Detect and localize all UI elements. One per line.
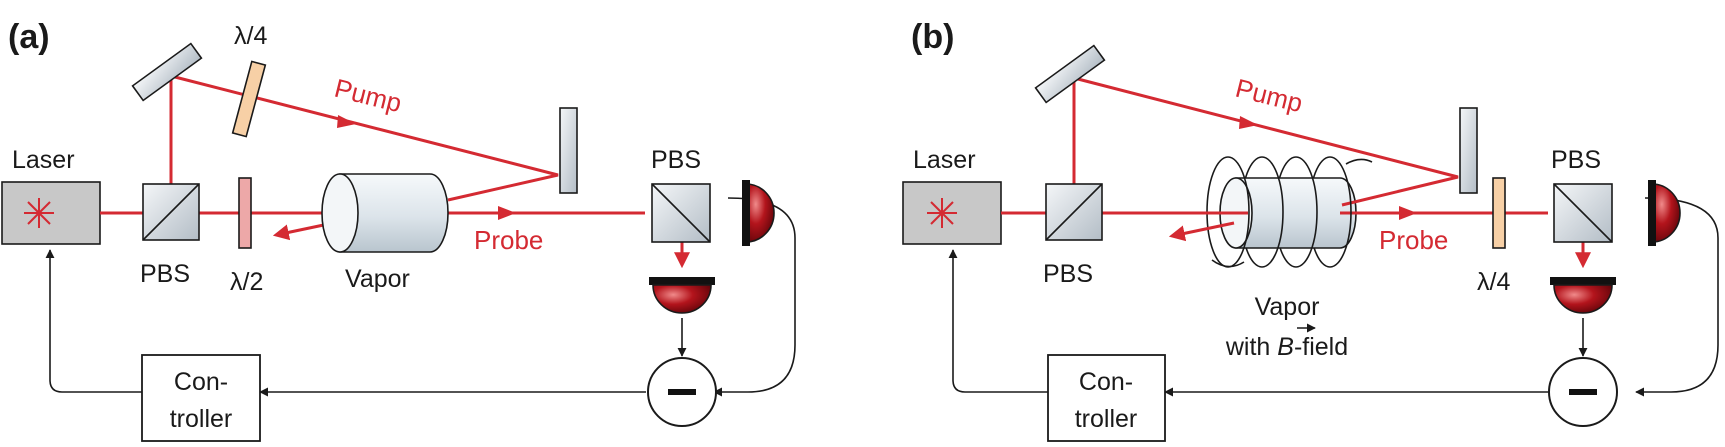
panel-a-quarter-wave-plate [231, 60, 267, 138]
panel-a-mirror-top [131, 42, 203, 102]
panel-b-pbs-left-label: PBS [1043, 260, 1093, 288]
panel-a-mirror-right [559, 107, 578, 194]
panel-b-pump-beam [1073, 76, 1459, 207]
panel-a-controller-box [141, 354, 261, 442]
panel-a-pump-beam [170, 74, 559, 202]
panel-b-controller-line1: Con- [1079, 368, 1133, 396]
panel-b-pump-label: Pump [1233, 73, 1306, 119]
panel-b-vapor-label: Vapor [1255, 293, 1320, 321]
panel-a-pbs-right-label: PBS [651, 146, 701, 174]
panel-a-vapor-label: Vapor [345, 265, 410, 293]
panel-b-photodetector-right-icon [1648, 180, 1681, 246]
panel-b-back-reflection-beam [1168, 221, 1235, 242]
panel-a-vapor-cell [321, 173, 449, 253]
panel-b-laser-starburst-icon [927, 198, 957, 228]
panel-b: (b) Laser [902, 18, 1719, 442]
panel-a-probe-label: Probe [474, 225, 543, 255]
panel-b-wire-controller-to-laser [948, 249, 1048, 393]
panel-b-pump-direction-arrow [1239, 116, 1258, 129]
panel-b-vapor-cell [1219, 177, 1357, 249]
panel-b-label: (b) [911, 18, 954, 56]
panel-b-coil-front [1211, 156, 1373, 268]
panel-a-photodetector-bottom-icon [649, 277, 715, 314]
panel-a-pump-direction-arrow [337, 115, 356, 128]
panel-a-photodetector-right-icon [742, 180, 775, 246]
panel-b-quarter-wave-plate [1492, 177, 1506, 249]
panel-b-feedback-wiring [948, 197, 1719, 397]
panel-b-mirror-top [1034, 44, 1106, 104]
panel-a-laser-label: Laser [12, 146, 75, 174]
panel-a-pump-label: Pump [332, 73, 405, 119]
panel-a-half-wave-plate [238, 177, 252, 249]
panel-b-wire-detector-to-subtractor [1635, 197, 1719, 397]
panel-b-pbs-right-label: PBS [1551, 146, 1601, 174]
panel-a: (a) Laser PBS λ/2 [1, 18, 796, 442]
panel-b-probe-label: Probe [1379, 225, 1448, 255]
panel-a-wire-controller-to-laser [45, 249, 142, 393]
panel-b-laser-label: Laser [913, 146, 976, 174]
panel-b-photodetector-bottom-icon [1550, 277, 1616, 314]
panel-b-mirror-right [1459, 107, 1478, 194]
panel-a-half-wave-label: λ/2 [230, 268, 263, 296]
panel-a-controller-line1: Con- [174, 368, 228, 396]
panel-a-minus-icon [668, 389, 696, 395]
panel-a-pbs-left-label: PBS [140, 260, 190, 288]
panel-a-quarter-wave-label: λ/4 [234, 22, 267, 50]
panel-b-minus-icon [1569, 389, 1597, 395]
panel-b-probe-direction-arrow [1399, 206, 1417, 220]
panel-a-controller-line2: troller [170, 405, 233, 433]
panel-b-vapor-field-label: with B-field [1225, 333, 1348, 361]
panel-b-controller-box [1047, 354, 1166, 442]
panel-a-probe-direction-arrow [498, 206, 516, 220]
panel-a-label: (a) [8, 18, 50, 56]
panel-b-quarter-wave-label: λ/4 [1477, 268, 1510, 296]
panel-b-controller-line2: troller [1075, 405, 1138, 433]
panel-a-laser-starburst-icon [24, 198, 54, 228]
